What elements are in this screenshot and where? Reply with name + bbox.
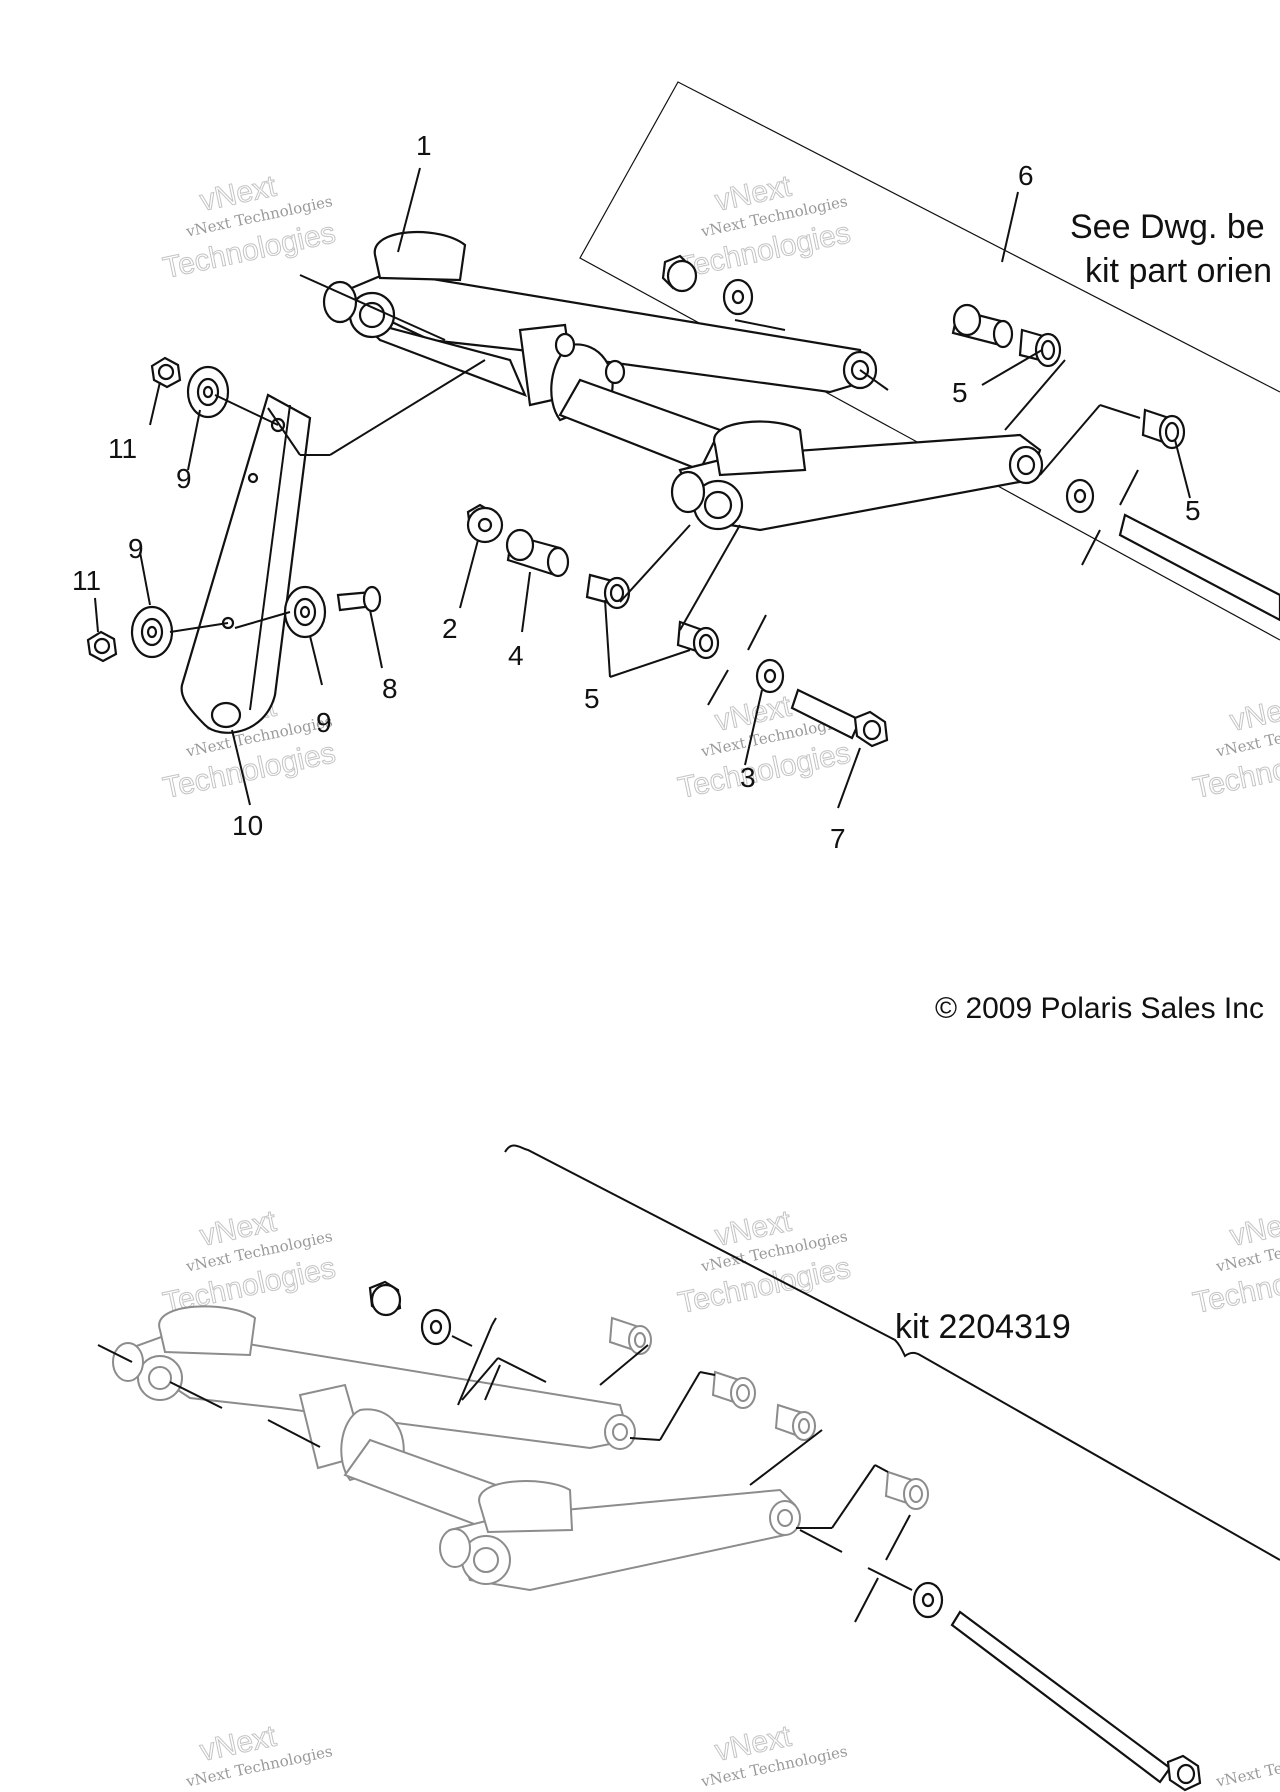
callout-9: 9 — [128, 533, 144, 564]
bushing — [676, 620, 720, 660]
break-line — [1081, 529, 1101, 566]
callout-9: 9 — [316, 707, 332, 738]
callout-1: 1 — [416, 130, 432, 161]
break-line — [1119, 469, 1139, 506]
kit-bushing — [711, 1370, 756, 1409]
kit-upper-a-arm — [112, 1305, 636, 1532]
kit-washer — [420, 1308, 452, 1346]
callout-5: 5 — [584, 683, 600, 714]
bushing — [1018, 328, 1062, 368]
callout-5: 5 — [952, 377, 968, 408]
kit-label: kit 2204319 — [895, 1308, 1071, 1346]
watermark: vNext vNext Technologies Technologies — [1190, 1204, 1280, 1320]
callout-3: 3 — [740, 762, 756, 793]
kit-bushing — [774, 1403, 816, 1441]
kit-bracket — [504, 1144, 1280, 1561]
lower-a-arm — [670, 420, 1044, 532]
break-line — [747, 614, 767, 651]
watermark: vNext vNext Technologies Technologies — [675, 1204, 854, 1320]
callout-10: 10 — [232, 810, 263, 841]
callout-11: 11 — [108, 433, 137, 464]
callout-5: 5 — [1185, 495, 1201, 526]
kit-pivot-bolt — [950, 1610, 1202, 1792]
nut-flange — [466, 503, 504, 544]
washer — [186, 365, 230, 419]
watermark: vNext vNext Technologies Technologies — [1190, 689, 1280, 805]
callout-6: 6 — [1018, 160, 1034, 191]
watermark: vNext vNext Technologies Technologies — [160, 1204, 339, 1320]
watermark: vNext vNext Technologies Technologies — [675, 169, 854, 285]
watermark: vNext vNext Technologies Technologies — [160, 689, 339, 805]
drawing-note-line-2: kit part orien — [1085, 252, 1272, 290]
callout-4: 4 — [508, 640, 524, 671]
nut — [86, 630, 118, 663]
washer — [130, 605, 174, 659]
watermark: vNext vNext Technologies Technologies — [160, 169, 339, 285]
bolt — [790, 688, 889, 748]
nut — [150, 356, 182, 389]
callout-2: 2 — [442, 613, 458, 644]
bushing-sleeve — [951, 303, 1014, 349]
callout-8: 8 — [382, 673, 398, 704]
pin — [336, 585, 382, 613]
kit-lower-a-arm — [439, 1480, 801, 1592]
kit-washer — [912, 1581, 944, 1619]
watermark: vNext vNext Technologies — [699, 1719, 849, 1791]
kit-nut-flange — [368, 1280, 402, 1317]
washer — [283, 585, 327, 639]
nut-flange — [661, 254, 698, 293]
washer — [1065, 478, 1095, 514]
washer — [755, 658, 785, 694]
break-line — [707, 669, 729, 706]
drawing-note-line-1: See Dwg. be — [1070, 208, 1265, 246]
kit-bushing — [608, 1316, 652, 1355]
kit-bushing — [884, 1470, 929, 1510]
copyright-text: © 2009 Polaris Sales Inc — [935, 992, 1264, 1025]
cross-tube — [558, 378, 722, 472]
callout-9: 9 — [176, 463, 192, 494]
callout-7: 7 — [830, 823, 846, 854]
watermark: vNext vNext Technologies — [184, 1719, 334, 1791]
bushing — [585, 573, 631, 610]
pivot-shaft — [1118, 513, 1280, 622]
watermark: vNext Technologies — [1214, 1742, 1280, 1791]
svg-text:vNext Technologies: vNext Technologies — [1214, 1742, 1280, 1791]
torque-link — [180, 393, 312, 734]
bushing — [1141, 408, 1186, 450]
callout-11: 11 — [72, 565, 101, 596]
bushing-sleeve — [505, 528, 570, 578]
washer — [722, 278, 754, 316]
